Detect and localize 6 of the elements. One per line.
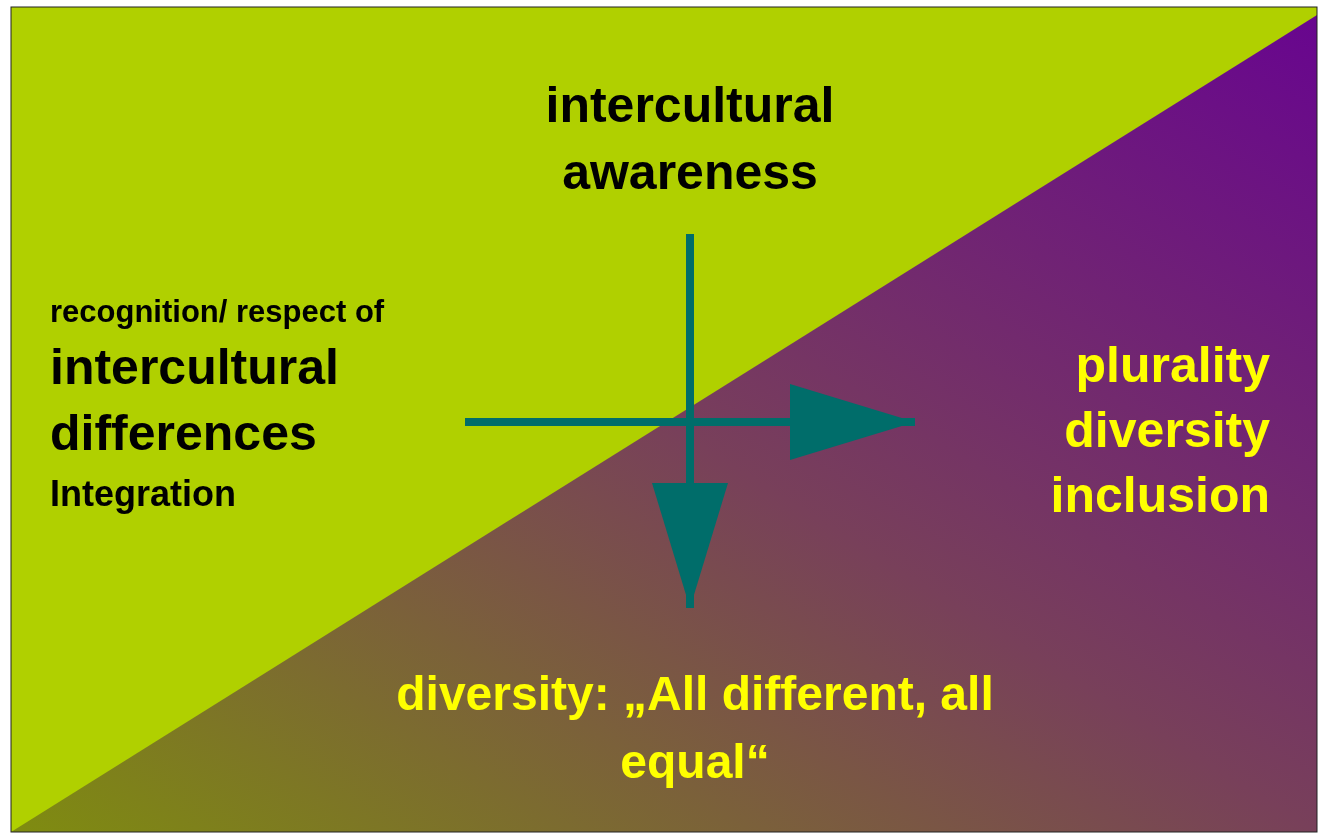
heading-text: diversity: „All different, all equal“	[395, 666, 995, 790]
heading-text: intercultural differences	[50, 338, 340, 463]
heading-text: plurality diversity inclusion	[1049, 336, 1270, 525]
caption-text: recognition/ respect of	[50, 293, 386, 331]
heading-text: intercultural awareness	[544, 76, 836, 202]
caption-text: Integration	[50, 472, 237, 516]
